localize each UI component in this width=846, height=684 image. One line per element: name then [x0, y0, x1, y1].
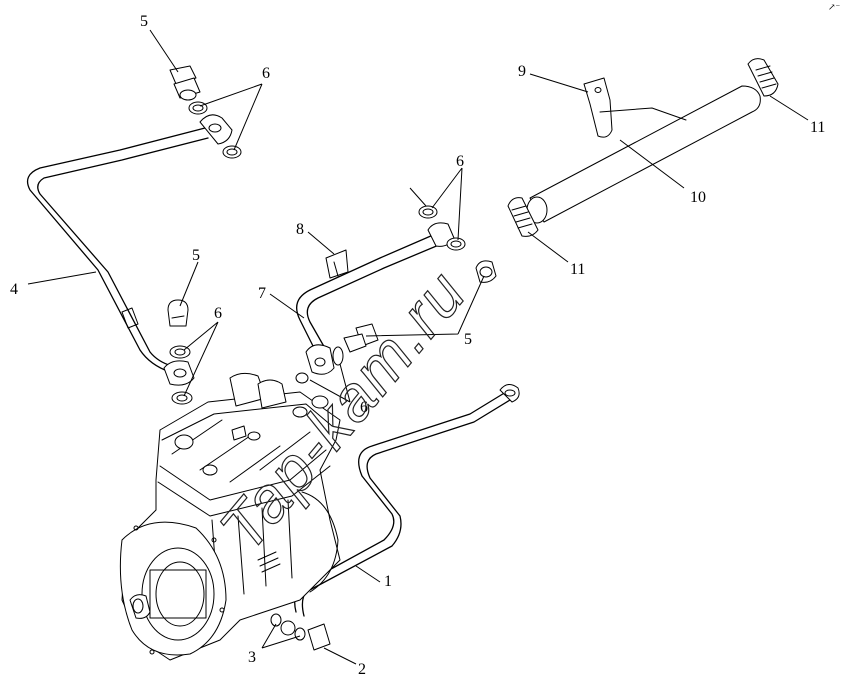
- sleeve-11-right: [747, 58, 779, 97]
- bolt-2: [280, 620, 331, 651]
- washer-6-lower-b: [295, 372, 309, 384]
- leader-lines: [27, 29, 809, 665]
- banjo-fitting-left: [163, 360, 195, 386]
- callout-7: 7: [258, 285, 266, 302]
- banjo-bolt-5-lower: [343, 323, 379, 353]
- callout-5-top: 5: [140, 13, 148, 30]
- pipe-10: [526, 85, 761, 224]
- callout-6-mid: 6: [456, 153, 464, 170]
- callout-4: 4: [10, 281, 18, 298]
- callout-6-lower: 6: [360, 399, 368, 416]
- bracket-9: [583, 77, 613, 138]
- callout-labels: 5 6 5 6 4 7 8 6 5 6 9 10 11 11 1 3 2 ↗⁻: [10, 2, 841, 678]
- sleeve-11-left: [507, 197, 539, 237]
- washer-6-mid-a: [418, 205, 438, 219]
- callout-10: 10: [690, 189, 706, 206]
- callout-5-left: 5: [192, 247, 200, 264]
- banjo-bolt-5-top: [169, 65, 201, 101]
- callout-8: 8: [296, 221, 304, 238]
- callout-3: 3: [248, 649, 256, 666]
- pipe-7: [296, 231, 447, 375]
- banjo-bolt-5-mid: [475, 260, 497, 283]
- washer-6-lower-a: [332, 346, 344, 366]
- banjo-fitting-top: [199, 114, 233, 145]
- washer-6-mid-b: [446, 237, 466, 251]
- callout-6-left: 6: [214, 305, 222, 322]
- pipe-4: [26, 127, 209, 373]
- corner-mark: ↗⁻: [828, 2, 841, 12]
- banjo-bolt-5-left: [167, 299, 189, 327]
- callout-9: 9: [518, 63, 526, 80]
- washer-6-top-b: [222, 145, 242, 159]
- callout-2: 2: [358, 661, 366, 678]
- callout-1: 1: [384, 573, 392, 590]
- washer-6-top-a: [188, 101, 208, 115]
- compressor-body: [119, 372, 341, 661]
- callout-11-left: 11: [570, 261, 585, 278]
- callout-6-top: 6: [262, 65, 270, 82]
- washer-6-left-b: [171, 391, 193, 405]
- callout-5-mid: 5: [464, 331, 472, 348]
- callout-11-right: 11: [810, 119, 825, 136]
- clamp-8: [325, 249, 349, 279]
